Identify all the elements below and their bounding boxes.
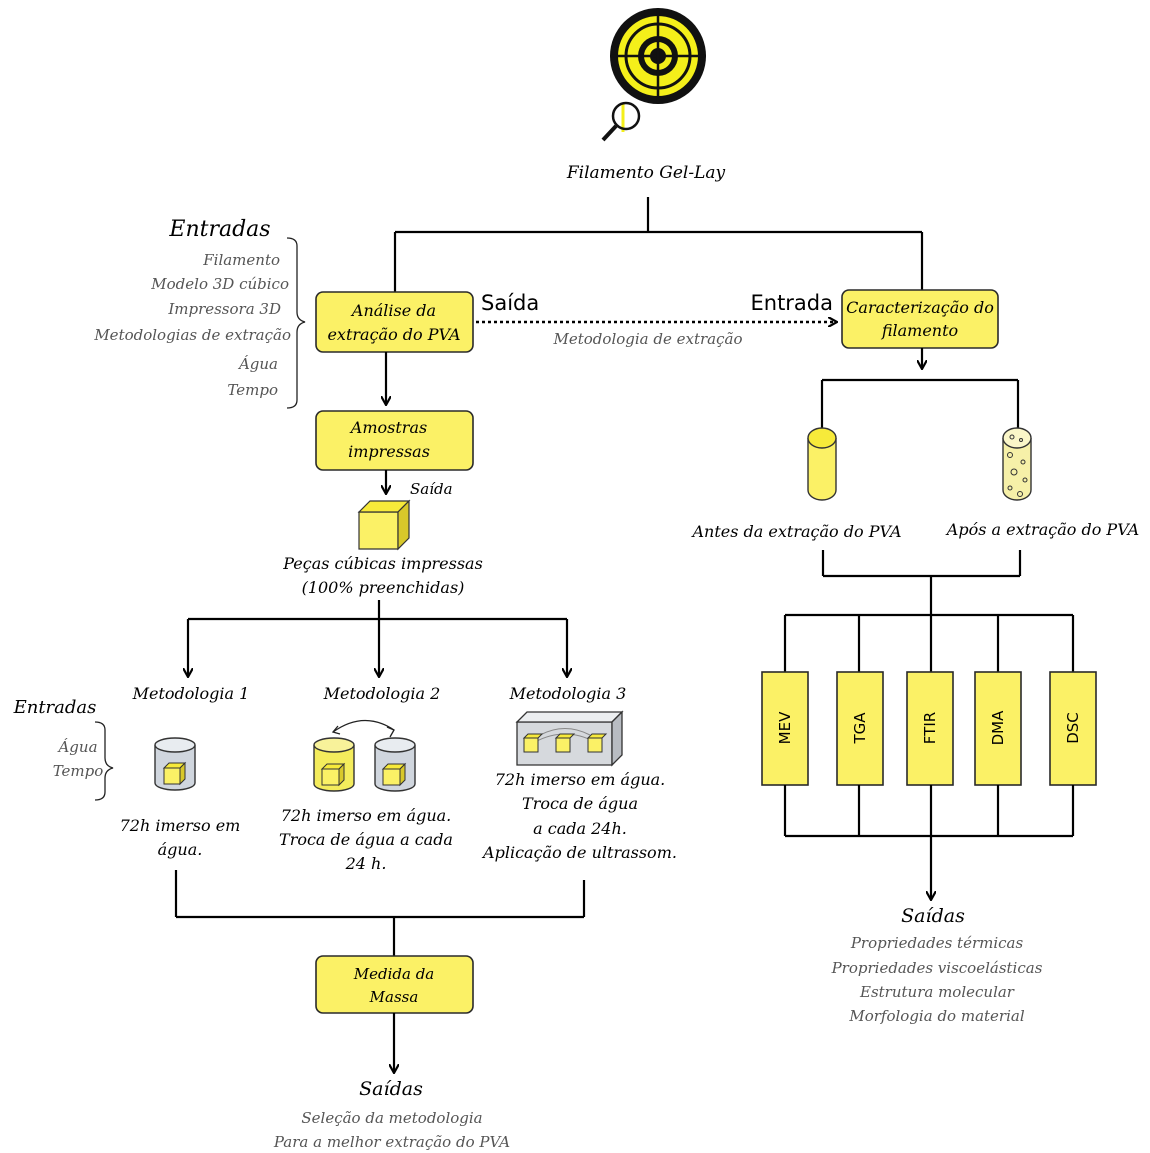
input-item: Impressora 3D: [167, 300, 281, 318]
method-2-desc: 72h imerso em água.: [281, 806, 452, 825]
sample-before-label: Antes da extração do PVA: [691, 522, 902, 541]
entrada-label: Entrada: [750, 291, 833, 315]
method-input-item: Tempo: [53, 762, 104, 780]
method-3-desc: a cada 24h.: [533, 819, 627, 838]
connector-label: Metodologia de extração: [553, 330, 743, 348]
printed-line1: Amostras: [349, 418, 427, 437]
sample-after-label: Após a extração do PVA: [945, 520, 1139, 539]
method-2-title: Metodologia 2: [323, 684, 441, 703]
mass-line1: Medida da: [353, 965, 435, 983]
target-magnifier-icon: [601, 8, 706, 142]
method-3-desc: 72h imerso em água.: [495, 770, 666, 789]
method-3-desc: Aplicação de ultrassom.: [481, 843, 677, 862]
analysis-line1: Análise da: [350, 301, 436, 320]
left-output-item: Para a melhor extração do PVA: [273, 1133, 510, 1151]
input-item: Tempo: [227, 381, 278, 399]
technique-box-dma: [974, 671, 1022, 786]
right-output-item: Propriedades viscoelásticas: [831, 959, 1043, 977]
method-2-desc: 24 h.: [345, 854, 387, 873]
method-1-desc: água.: [158, 840, 203, 859]
beaker-icon: [374, 737, 416, 792]
characterization-line1: Caracterização do: [846, 298, 994, 317]
mass-line2: Massa: [369, 988, 419, 1006]
left-output-item: Seleção da metodologia: [301, 1109, 482, 1127]
right-output-item: Estrutura molecular: [859, 983, 1015, 1001]
technique-label: DSC: [1064, 712, 1082, 744]
swap-arrow: [332, 719, 395, 733]
characterization-box: [841, 289, 999, 349]
saida-label: Saída: [481, 291, 539, 315]
inputs-brace: [286, 237, 306, 409]
printed-samples-box: [315, 410, 474, 471]
method-2-desc: Troca de água a cada: [279, 830, 453, 849]
filament-after-icon: [1002, 427, 1032, 501]
method-1-title: Metodologia 1: [132, 684, 250, 703]
main-title: Filamento Gel-Lay: [566, 163, 726, 183]
cubes-caption-line2: (100% preenchidas): [302, 578, 465, 597]
method-inputs-heading: Entradas: [13, 697, 97, 718]
input-item: Modelo 3D cúbico: [150, 275, 289, 293]
printed-line2: impressas: [348, 442, 430, 461]
right-output-item: Morfologia do material: [848, 1007, 1024, 1025]
method-1-desc: 72h imerso em: [120, 816, 241, 835]
cube-icon: [357, 499, 411, 551]
method-inputs-brace: [94, 721, 114, 801]
technique-label: FTIR: [921, 712, 939, 744]
technique-label: MEV: [776, 711, 794, 744]
filament-before-icon: [807, 427, 837, 501]
characterization-line2: filamento: [881, 321, 958, 340]
method-3-desc: Troca de água: [522, 794, 638, 813]
technique-box-tga: [836, 671, 884, 786]
beaker-icon: [154, 737, 196, 791]
method-3-title: Metodologia 3: [509, 684, 627, 703]
right-output-item: Propriedades térmicas: [850, 934, 1024, 952]
technique-label: TGA: [851, 712, 869, 745]
saida-small: Saída: [410, 480, 453, 498]
ultrasonic-bath-icon: [515, 710, 624, 767]
left-outputs-heading: Saídas: [359, 1078, 423, 1100]
analysis-box: [315, 291, 474, 353]
technique-label: DMA: [989, 710, 1007, 745]
cubes-caption-line1: Peças cúbicas impressas: [282, 554, 483, 573]
method-input-item: Água: [56, 738, 97, 756]
inputs-heading: Entradas: [168, 217, 270, 242]
input-item: Filamento: [202, 251, 280, 269]
right-outputs-heading: Saídas: [901, 905, 965, 927]
beaker-icon: [313, 737, 355, 792]
analysis-line2: extração do PVA: [327, 325, 460, 344]
input-item: Água: [237, 355, 278, 373]
input-item: Metodologias de extração: [93, 326, 291, 344]
